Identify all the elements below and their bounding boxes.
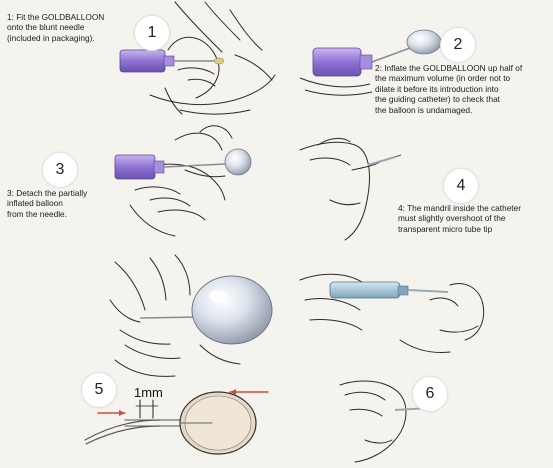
- panel-middle-right-hands: [299, 273, 485, 353]
- needle-hub-2: [312, 47, 362, 77]
- panel-middle-left-hand: [109, 254, 241, 377]
- panel-3-hands: [119, 125, 233, 237]
- panel-6-finger: [339, 380, 407, 463]
- panel-1-hand-needle: [149, 1, 276, 115]
- step-3-text: 3: Detach the partially inflated balloon…: [7, 188, 88, 219]
- step-4-text: 4: The mandril inside the catheter must …: [398, 203, 521, 234]
- step-5-badge: 5: [81, 372, 117, 408]
- guiding-catheter-hub: [329, 281, 401, 299]
- balloon-large-middle: [191, 275, 273, 345]
- panel-5-technical-drawing: [84, 389, 269, 455]
- balloon-partially-inflated-3: [224, 148, 252, 176]
- panel-4-fingers: [299, 137, 381, 241]
- balloon-half-inflated-2: [406, 29, 442, 55]
- step-3-badge: 3: [42, 152, 78, 188]
- dimension-label-1mm: 1mm: [134, 385, 163, 400]
- blunt-needle-2: [371, 47, 411, 63]
- needle-hub-3: [114, 154, 156, 180]
- balloon-deflated-1: [213, 57, 225, 65]
- step-4-badge: 4: [443, 168, 479, 204]
- micro-tube-tip: [367, 156, 396, 166]
- needle-hub-1: [119, 49, 166, 73]
- step-1-text: 1: Fit the GOLDBALLOON onto the blunt ne…: [7, 12, 105, 43]
- step-2-text: 2: Inflate the GOLDBALLOON up half of th…: [375, 63, 523, 115]
- step-2-badge: 2: [440, 27, 476, 63]
- step-1-badge: 1: [134, 15, 170, 51]
- step-6-badge: 6: [412, 376, 448, 412]
